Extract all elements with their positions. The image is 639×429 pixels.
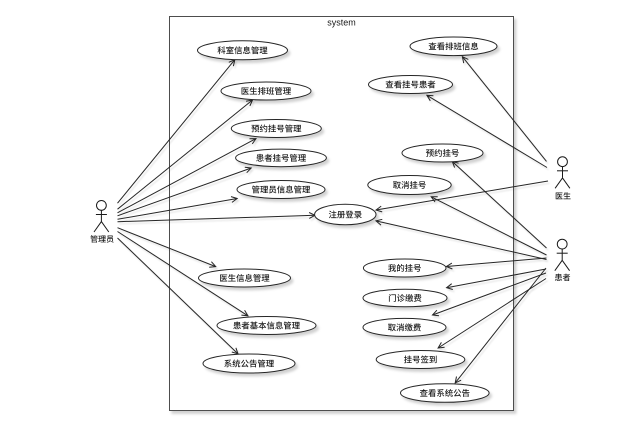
svg-text:system: system (327, 18, 356, 28)
